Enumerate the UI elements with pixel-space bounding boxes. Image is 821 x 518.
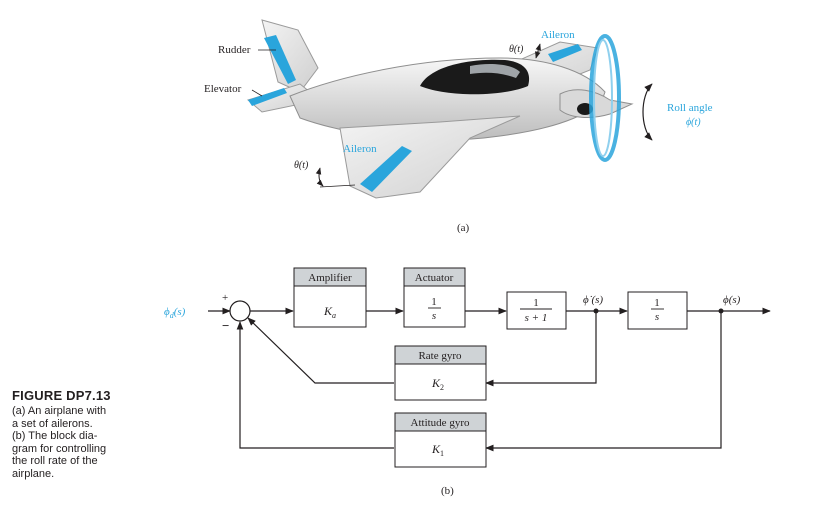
near-aileron-surface [360,146,412,192]
label-roll-phi: ϕ(t) [686,117,701,128]
integrator-num: 1 [654,297,660,309]
caption-line: gram for controlling [12,442,107,455]
rudder-surface [264,35,296,84]
tag-part-b: (b) [441,485,454,497]
sum-minus-sign: − [222,318,229,333]
amplifier-gain: Ka [323,304,336,320]
rate-gyro-block: Rate gyro K2 [394,345,487,401]
rate-gyro-gain: K2 [431,376,444,392]
attitude-gyro-gain: K1 [431,442,444,458]
label-elevator: Elevator [204,83,242,95]
attitude-gyro-title: Attitude gyro [411,417,470,429]
input-label: ϕd(s) [164,306,186,320]
output-label: ϕ(s) [723,294,741,306]
label-rudder: Rudder [218,44,251,56]
amplifier-title: Amplifier [308,272,352,284]
actuator-block: Actuator 1 s [403,267,466,328]
summing-junction [229,300,251,322]
actuator-num: 1 [431,296,437,308]
sum-plus-sign: + [222,292,228,304]
plant-num: 1 [533,297,539,309]
label-aileron-bottom: Aileron [343,143,377,155]
caption-line: a set of ailerons. [12,417,93,430]
phi-dot-label: ϕ̇ (s) [583,294,603,306]
caption-line: the roll rate of the [12,455,98,467]
label-roll-angle: Roll angle [667,102,713,114]
caption-line: (a) An airplane with [12,405,107,417]
propeller-disc-inner [593,39,613,157]
caption-title: FIGURE DP7.13 [12,388,111,403]
actuator-title: Actuator [415,272,454,284]
theta-ref-line-bottom [319,184,356,188]
pickoff-phi-dot [593,308,599,314]
air-intake [577,103,593,115]
far-aileron-surface [548,44,582,62]
roll-arrow [642,83,653,141]
theta-arc-top [535,43,541,59]
caption-line: (b) The block dia- [12,430,98,442]
elevator-surface [248,88,287,106]
rate-feedback-line [485,311,597,387]
attitude-feedback-return [236,321,394,449]
integrator-den: s [655,311,659,323]
propeller-disc [589,34,621,162]
canopy-highlight [470,64,520,78]
airplane-illustration: Rudder Elevator Aileron θ(t) Aileron θ(t… [204,19,713,234]
attitude-gyro-block: Attitude gyro K1 [394,412,487,468]
rate-feedback-return [247,317,394,384]
figure-caption: FIGURE DP7.13 (a) An airplane with a set… [12,388,152,480]
pickoff-phi [718,308,724,314]
nose-cowl [559,89,634,118]
label-theta-bottom: θ(t) [294,160,309,171]
rate-gyro-title: Rate gyro [418,350,462,362]
amplifier-block: Amplifier Ka [293,267,367,328]
plant-den: s + 1 [525,312,548,324]
theta-arc-bottom [315,167,324,187]
integrator-block: 1 s [627,291,688,330]
actuator-den: s [432,310,436,322]
block-diagram [208,300,771,452]
leader-elevator [251,89,263,97]
label-aileron-top: Aileron [541,29,575,41]
caption-line: airplane. [12,467,55,480]
attitude-feedback-line [485,311,722,452]
tag-part-a: (a) [457,222,470,234]
plant-block: 1 s + 1 [506,291,567,330]
label-theta-top: θ(t) [509,44,524,55]
